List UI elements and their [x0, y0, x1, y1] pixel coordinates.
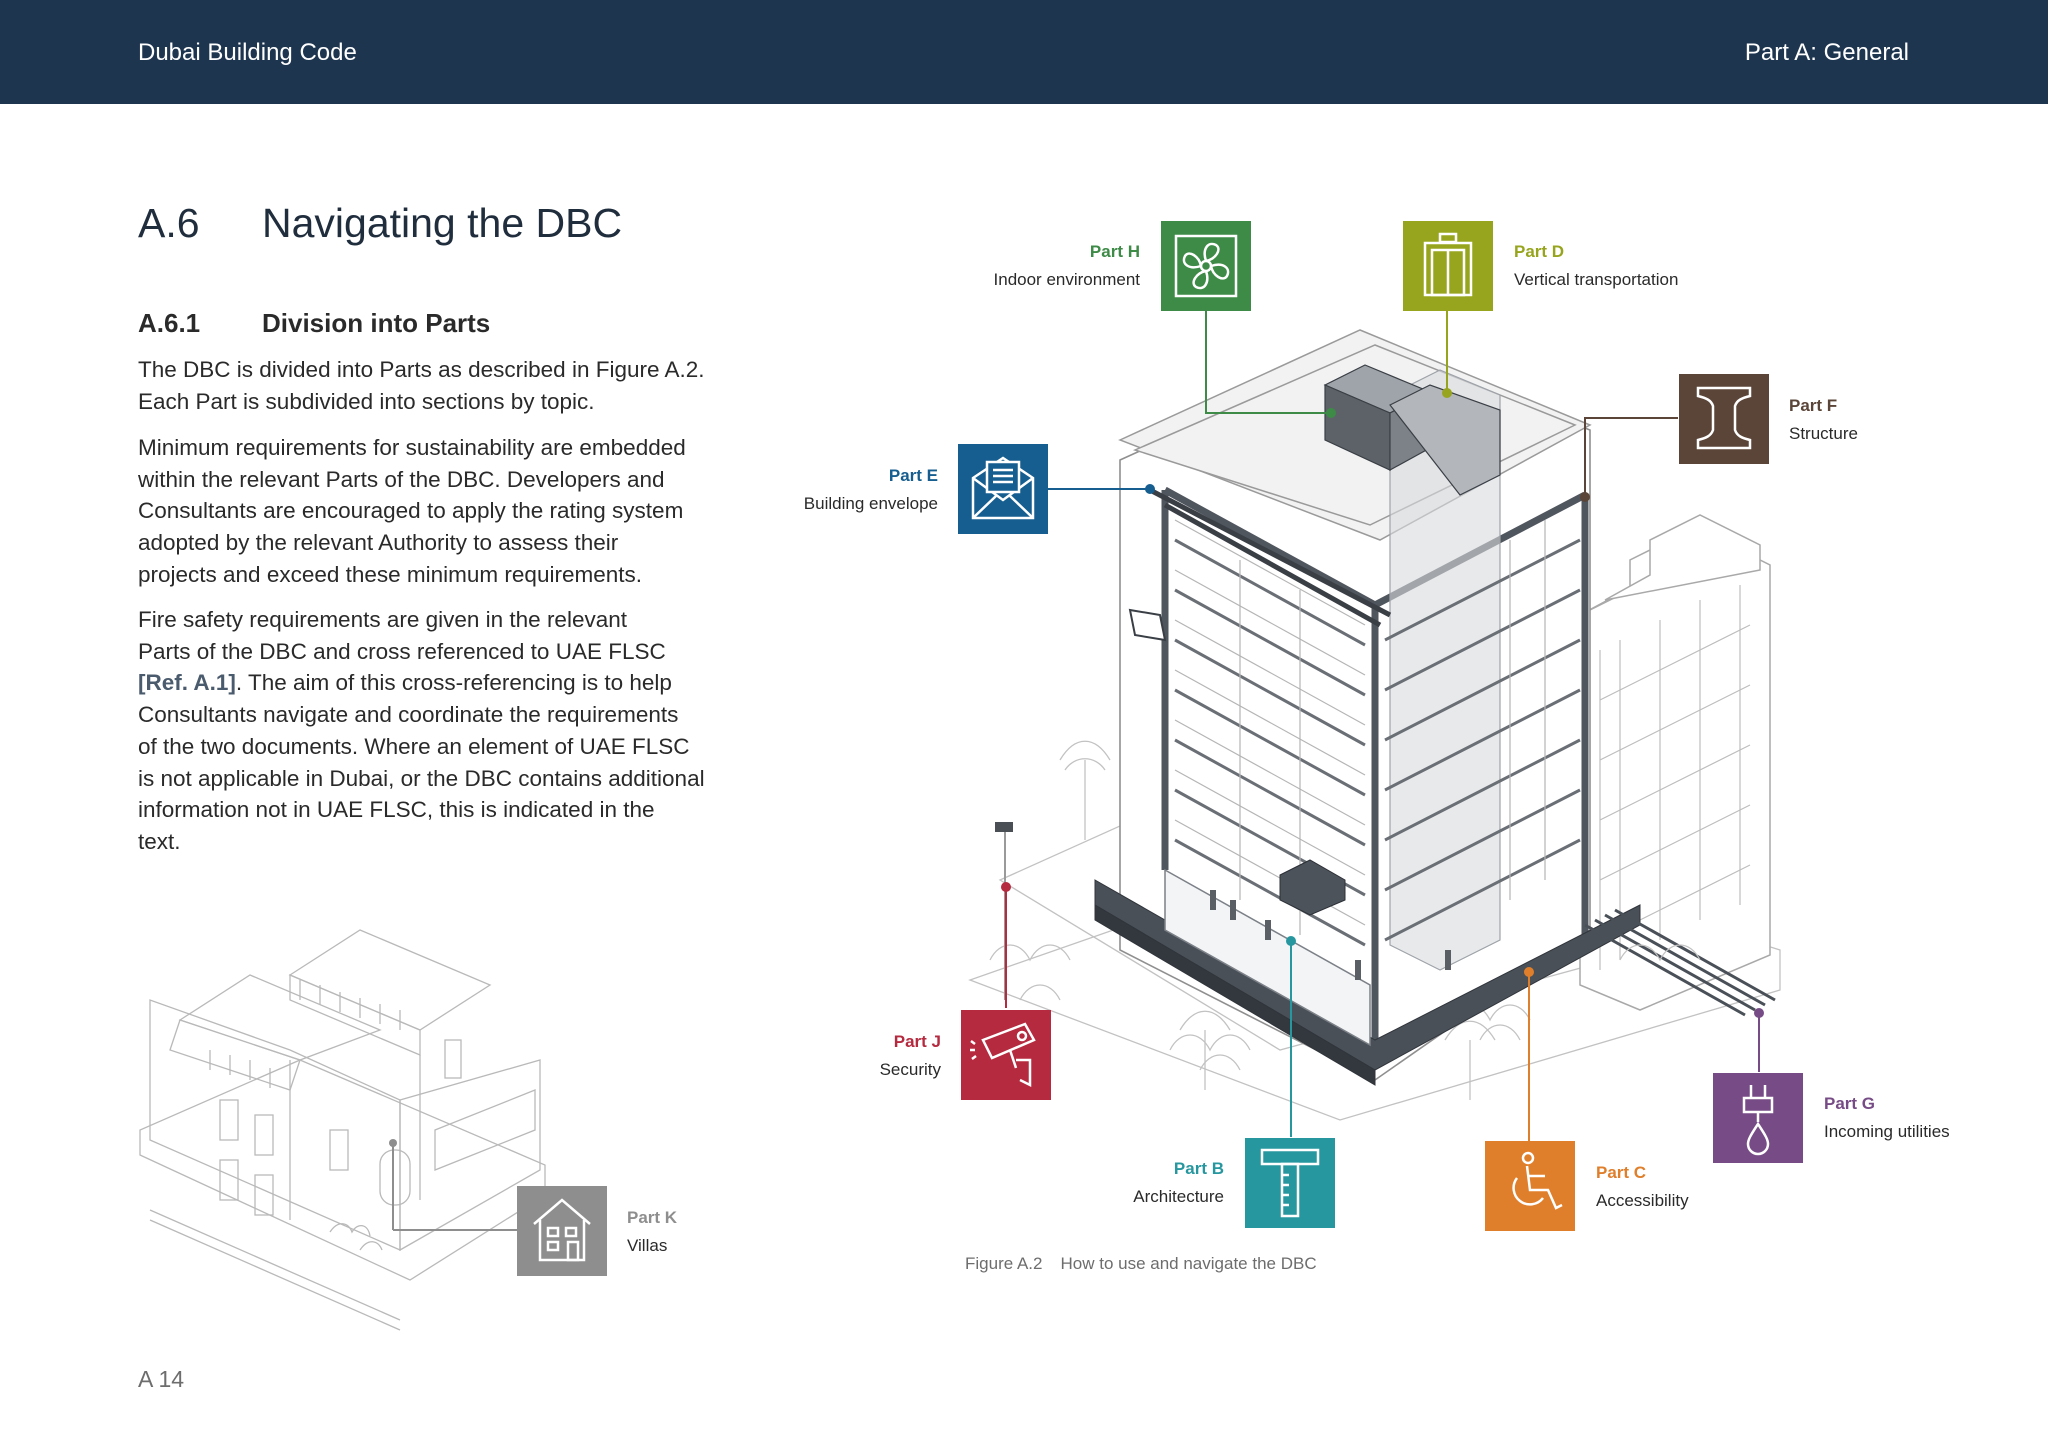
page-number: A 14	[138, 1366, 185, 1392]
i-beam-icon	[1696, 386, 1752, 450]
part-e-description: Building envelope	[803, 494, 938, 513]
part-f-label: Part F Structure	[1789, 392, 1858, 448]
part-j-label: Part J Security	[880, 1028, 941, 1084]
part-b-name: Part B	[1173, 1159, 1224, 1178]
part-d-name: Part D	[1514, 242, 1565, 261]
paragraph-1: The DBC is divided into Parts as describ…	[138, 354, 738, 417]
part-title: Part A: General	[1744, 39, 1909, 66]
envelope-icon	[971, 456, 1035, 520]
text-line: Consultants are encouraged to apply the …	[138, 498, 684, 524]
figure-number: Figure A.2	[965, 1254, 1043, 1273]
part-g-name: Part G	[1824, 1094, 1876, 1113]
part-b-description: Architecture	[1133, 1187, 1224, 1206]
part-k-description: Villas	[627, 1236, 668, 1255]
subsection-title: Division into Parts	[262, 308, 491, 338]
part-e-connector	[1048, 484, 1155, 494]
part-b-label: Part B Architecture	[1133, 1155, 1224, 1211]
part-c-description: Accessibility	[1596, 1191, 1689, 1210]
part-g-description: Incoming utilities	[1824, 1122, 1950, 1141]
text-line: Consultants navigate and coordinate the …	[138, 702, 679, 728]
part-e-label: Part E Building envelope	[804, 462, 938, 518]
part-j-description: Security	[879, 1060, 941, 1079]
part-h-name: Part H	[1089, 242, 1140, 261]
text-line: Fire safety requirements are given in th…	[138, 607, 627, 632]
part-g-label: Part G Incoming utilities	[1824, 1090, 1950, 1146]
text-line: Each Part is subdivided into sections by…	[138, 388, 595, 414]
part-e-icon-box	[958, 444, 1048, 534]
subsection-number: A.6.1	[138, 308, 201, 338]
part-c-connector	[1524, 967, 1534, 1141]
figure-caption: Figure A.2 How to use and navigate the DB…	[965, 1254, 1317, 1274]
part-d-icon-box	[1403, 221, 1493, 311]
part-b-connector	[1286, 936, 1296, 1137]
part-k-connector	[389, 1139, 517, 1231]
page-header: Dubai Building Code Part A: General	[0, 0, 2048, 104]
building-illustration	[968, 329, 1781, 1121]
part-g-connector	[1754, 1008, 1764, 1072]
part-e-name: Part E	[888, 466, 938, 485]
part-k-icon-box	[517, 1186, 607, 1276]
cctv-camera-icon	[970, 1022, 1036, 1088]
part-h-label: Part H Indoor environment	[994, 238, 1140, 294]
part-d-label: Part D Vertical transportation	[1514, 238, 1678, 294]
text-line: projects and exceed these minimum requir…	[138, 561, 642, 587]
elevator-icon	[1423, 232, 1473, 297]
part-f-name: Part F	[1789, 396, 1838, 415]
text-line: information not in UAE FLSC, this is ind…	[138, 797, 655, 823]
paragraph-3: Fire safety requirements are given in th…	[138, 604, 738, 858]
part-k-label: Part K Villas	[627, 1204, 677, 1260]
section-title: Navigating the DBC	[262, 200, 623, 246]
villa-illustration	[139, 929, 546, 1331]
part-h-icon-box	[1161, 221, 1251, 311]
figure-caption-text: How to use and navigate the DBC	[1060, 1254, 1317, 1273]
house-icon	[533, 1198, 591, 1262]
part-d-connector	[1442, 310, 1452, 398]
section-number: A.6	[138, 200, 200, 246]
part-b-icon-box	[1245, 1138, 1335, 1228]
part-k-name: Part K	[627, 1208, 678, 1227]
text-line: text.	[138, 828, 181, 854]
part-f-description: Structure	[1789, 424, 1858, 443]
part-h-connector	[1205, 310, 1336, 418]
text-fragment: . The aim of this cross-referencing is t…	[235, 670, 672, 696]
part-d-description: Vertical transportation	[1514, 270, 1679, 289]
text-line: within the relevant Parts of the DBC. De…	[138, 466, 665, 492]
text-line: The DBC is divided into Parts as describ…	[138, 357, 705, 382]
part-f-connector	[1580, 417, 1678, 502]
part-g-icon-box	[1713, 1073, 1803, 1163]
text-line: Minimum requirements for sustainability …	[138, 435, 686, 460]
part-c-label: Part C Accessibility	[1596, 1159, 1689, 1215]
document-title: Dubai Building Code	[138, 39, 357, 66]
plug-icon	[1742, 1085, 1774, 1156]
paragraph-2: Minimum requirements for sustainability …	[138, 432, 738, 591]
text-line: is not applicable in Dubai, or the DBC c…	[138, 765, 705, 791]
part-c-icon-box	[1485, 1141, 1575, 1231]
part-j-name: Part J	[893, 1032, 941, 1051]
fan-icon	[1174, 234, 1238, 298]
text-line: adopted by the relevant Authority to ass…	[138, 530, 619, 556]
part-f-icon-box	[1679, 374, 1769, 464]
part-j-connector	[1001, 882, 1011, 1008]
part-j-icon-box	[961, 1010, 1051, 1100]
reference-link[interactable]: [Ref. A.1]	[138, 670, 236, 696]
t-square-icon	[1260, 1148, 1320, 1218]
part-h-description: Indoor environment	[993, 270, 1140, 289]
part-c-name: Part C	[1596, 1163, 1647, 1182]
text-line: Parts of the DBC and cross referenced to…	[138, 638, 666, 664]
wheelchair-icon	[1512, 1151, 1563, 1210]
text-line: of the two documents. Where an element o…	[138, 733, 690, 759]
text-line: [Ref. A.1]. The aim of this cross-refere…	[138, 667, 738, 699]
